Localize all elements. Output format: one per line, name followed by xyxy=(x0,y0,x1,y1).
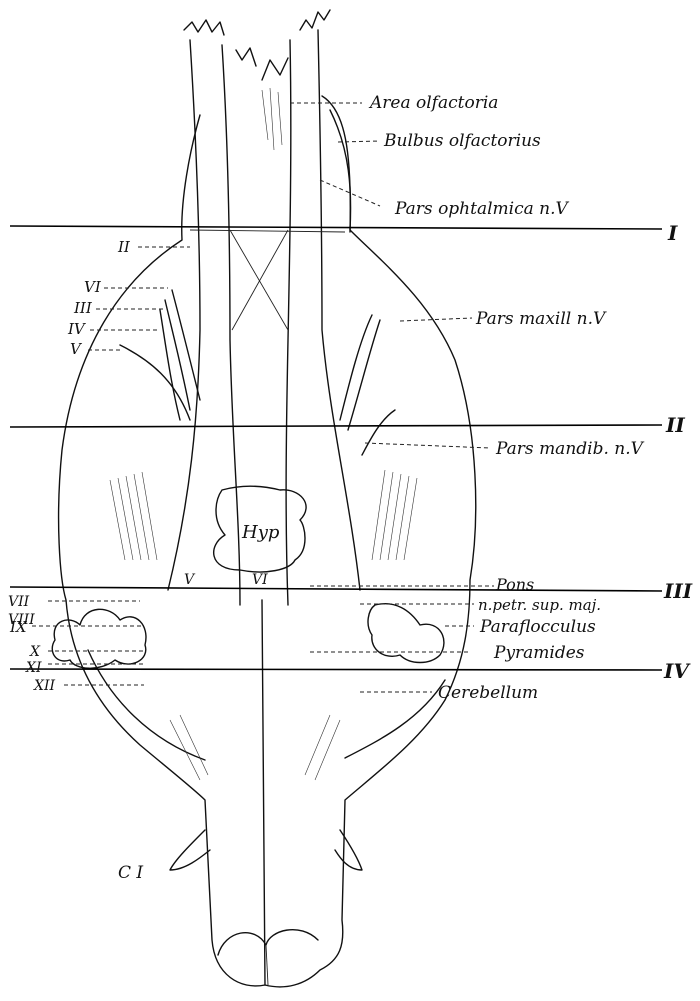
section-marker-4: IV xyxy=(663,659,691,683)
labels-inner: Hyp V VI xyxy=(184,522,280,588)
label-nerve-X: X xyxy=(29,644,41,660)
label-inner-V: V xyxy=(184,572,196,588)
olfactory-tips xyxy=(184,10,330,150)
label-nerve-XI: XI xyxy=(25,660,42,676)
label-pars-mandib: Pars mandib. n.V xyxy=(495,439,645,459)
nerve-roots xyxy=(52,290,444,668)
labels-left: II VI III IV V VII VIII IX X XI XII C I xyxy=(8,238,143,883)
label-nerve-VII: VII xyxy=(8,594,30,610)
section-marker-2: II xyxy=(665,413,685,437)
section-markers: I II III IV xyxy=(663,221,693,683)
label-paraflocculus: Paraflocculus xyxy=(479,617,596,637)
label-pars-ophtalmica: Pars ophtalmica n.V xyxy=(394,199,570,219)
label-c1: C I xyxy=(118,863,143,883)
section-line-1 xyxy=(10,226,662,229)
label-pyramides: Pyramides xyxy=(493,643,585,663)
leader-lines-left xyxy=(32,247,190,685)
section-marker-1: I xyxy=(667,221,678,245)
label-nerve-II: II xyxy=(117,238,131,256)
label-nerve-III: III xyxy=(73,299,93,317)
label-nerve-V: V xyxy=(70,340,83,358)
labels-right: Area olfactoria Bulbus olfactorius Pars … xyxy=(368,93,645,703)
label-cerebellum: Cerebellum xyxy=(438,683,538,703)
label-nerve-XII: XII xyxy=(33,678,55,694)
label-bulbus-olfactorius: Bulbus olfactorius xyxy=(383,131,541,151)
label-nerve-IV: IV xyxy=(67,320,87,338)
label-nerve-VI: VI xyxy=(84,278,102,296)
label-pons: Pons xyxy=(495,575,534,594)
section-line-3 xyxy=(10,587,662,591)
label-nerve-IX: IX xyxy=(9,618,28,636)
section-line-2 xyxy=(10,425,662,427)
section-line-4 xyxy=(10,669,662,670)
section-marker-3: III xyxy=(663,579,693,603)
label-n-petr: n.petr. sup. maj. xyxy=(478,596,601,614)
label-hyp: Hyp xyxy=(241,522,280,543)
label-inner-VI: VI xyxy=(252,572,268,588)
midline-structures xyxy=(168,30,360,985)
label-pars-maxill: Pars maxill n.V xyxy=(475,309,607,329)
label-area-olfactoria: Area olfactoria xyxy=(368,93,498,113)
